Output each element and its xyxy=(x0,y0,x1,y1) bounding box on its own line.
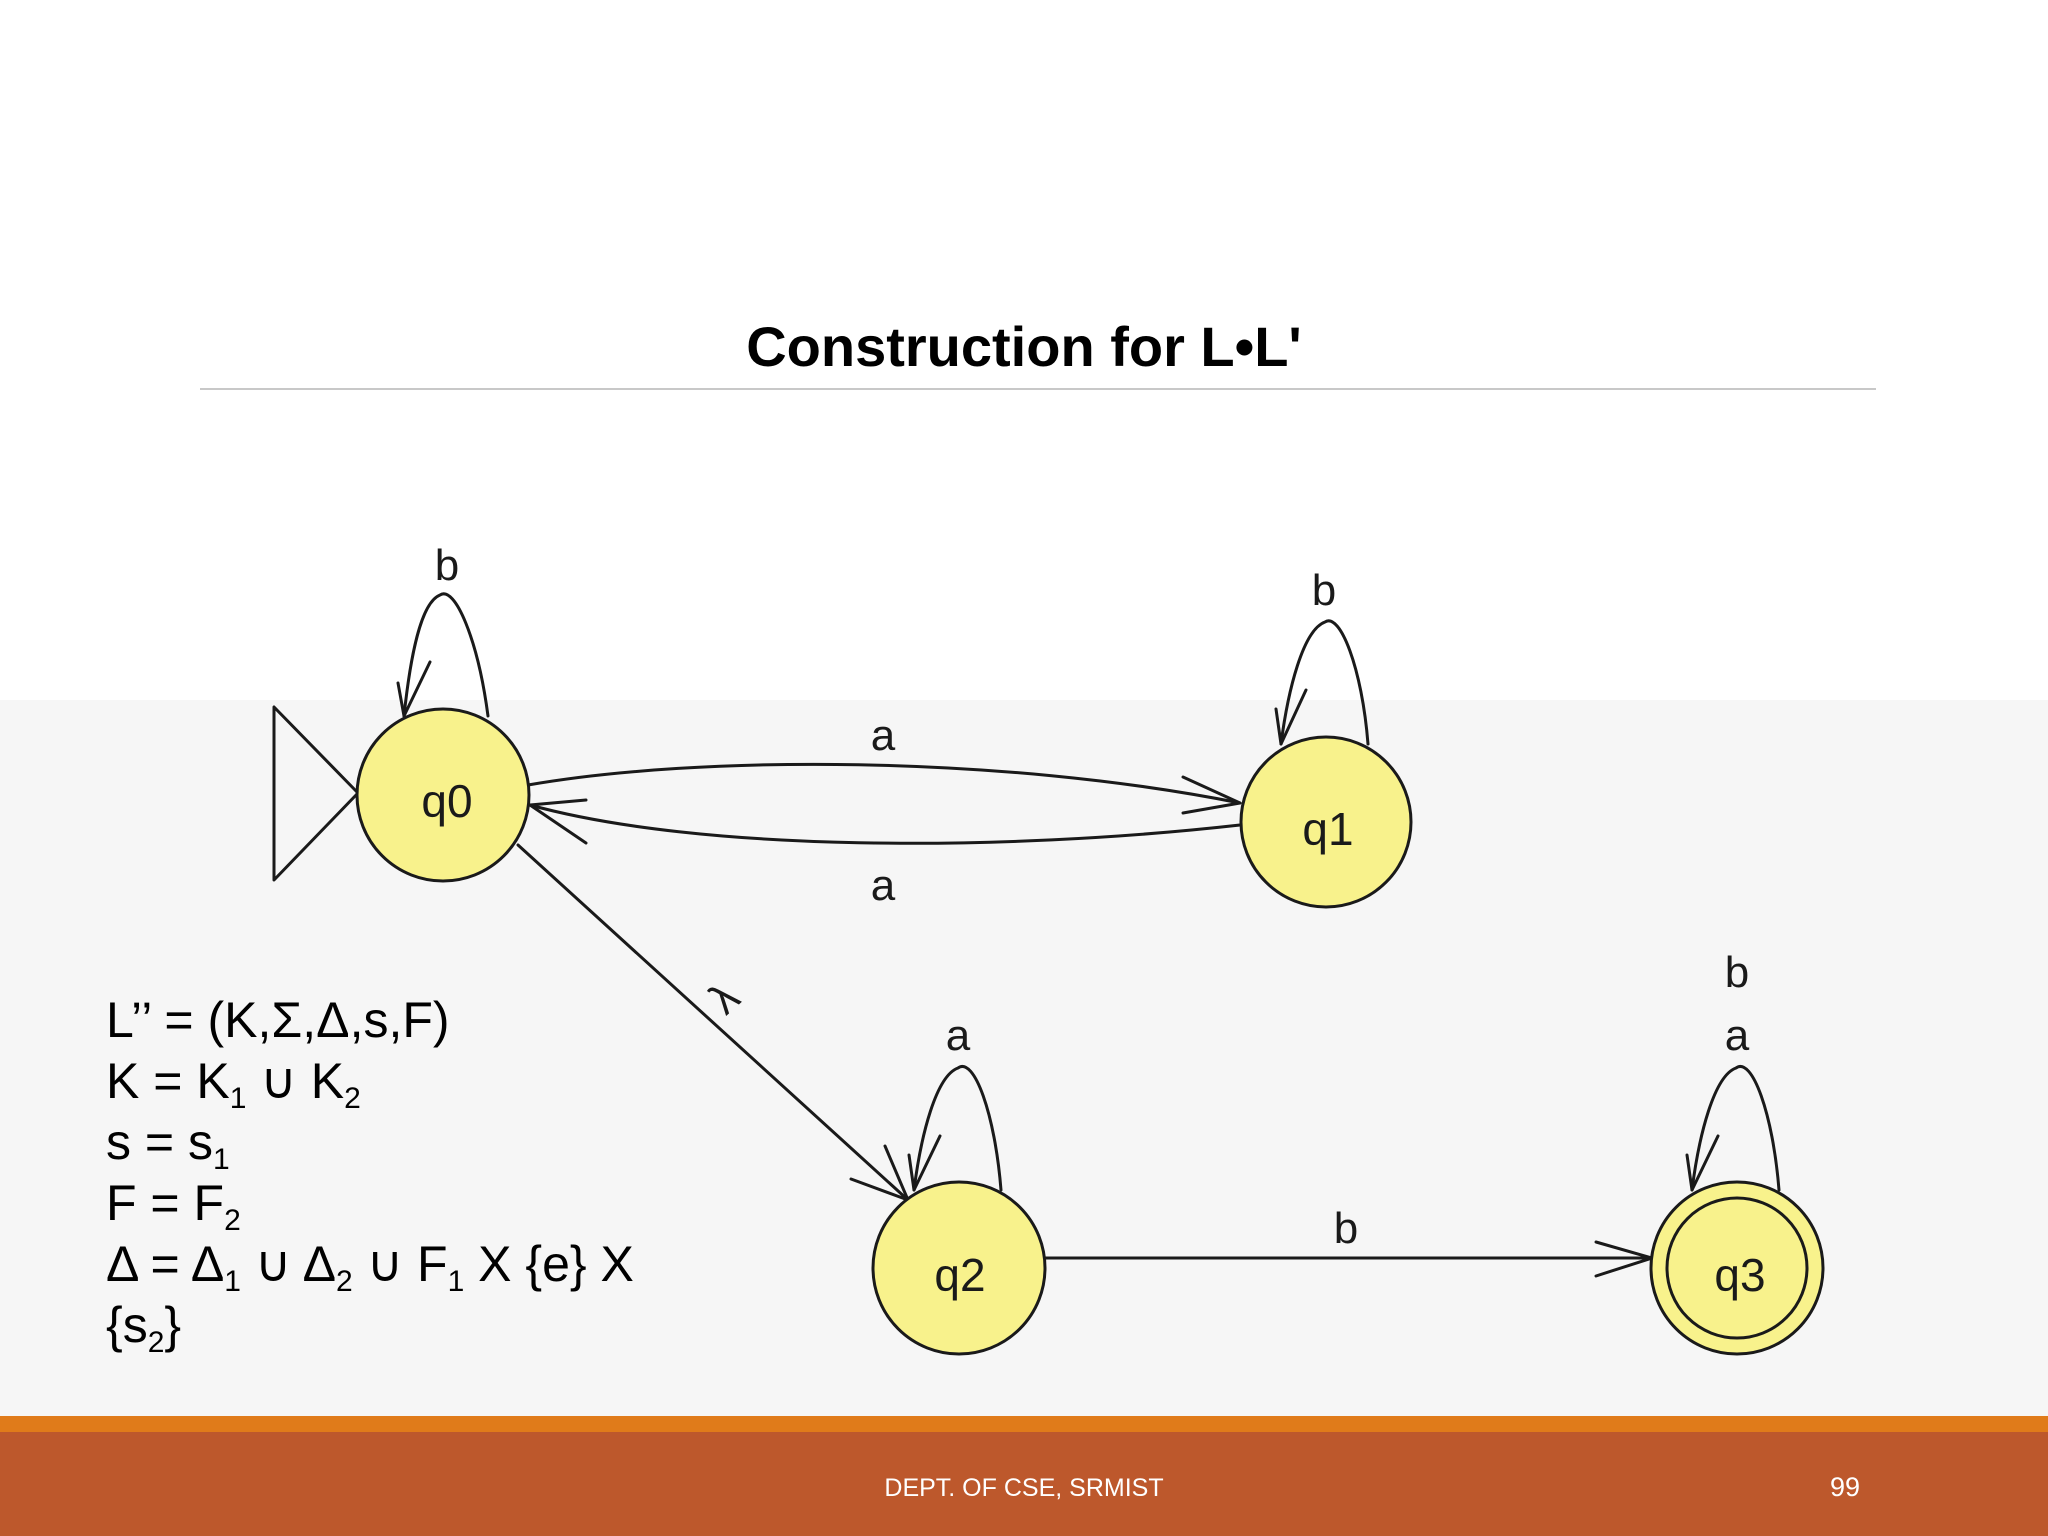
slide-title: Construction for L•L' xyxy=(746,315,1302,378)
subscript: 1 xyxy=(224,1265,241,1298)
loop-q0-b xyxy=(402,592,490,718)
loop-q3-ab xyxy=(1690,1064,1781,1192)
edge-q1-q0-arrowhead xyxy=(528,798,588,845)
subscript: 1 xyxy=(212,1143,230,1176)
edge-q2-q3-arrowhead xyxy=(1594,1240,1654,1278)
state-q3 xyxy=(1649,1180,1825,1356)
footer-accent-stripe xyxy=(0,1416,2048,1432)
definition-line-5: Δ = Δ1 ∪ Δ2 ∪ F1 X {e} X xyxy=(106,1234,786,1298)
footer-text: DEPT. OF CSE, SRMIST xyxy=(884,1474,1164,1502)
label-q1-q0: a xyxy=(871,861,896,910)
definition-line-1: L’’ = (K,Σ,Δ,s,F) xyxy=(106,990,786,1051)
title-divider xyxy=(200,388,1876,390)
state-label-q2: q2 xyxy=(934,1249,985,1301)
edge-q0-q2-lambda xyxy=(516,843,910,1202)
label-loop-q3-b: b xyxy=(1725,948,1749,997)
definition-text: ∪ Δ xyxy=(240,1236,336,1292)
label-loop-q3-a: a xyxy=(1725,1011,1750,1060)
definition-text: Δ = Δ xyxy=(106,1236,225,1292)
state-q2 xyxy=(871,1180,1047,1356)
state-label-q0: q0 xyxy=(421,775,472,827)
definition-line-4: F = F2 xyxy=(106,1173,786,1237)
edge-q0-q2-arrowhead xyxy=(849,1144,910,1202)
subscript: 2 xyxy=(147,1326,165,1359)
definition-text: ∪ F xyxy=(352,1236,448,1292)
loop-q0-arrowhead xyxy=(396,660,432,718)
state-label-q3: q3 xyxy=(1714,1249,1765,1301)
label-loop-q1: b xyxy=(1312,566,1336,615)
edge-q0-q1-a xyxy=(526,762,1242,805)
label-loop-q0: b xyxy=(435,541,459,590)
definition-tuple: L’’ = (K,Σ,Δ,s,F) xyxy=(106,992,450,1048)
formal-definition: L’’ = (K,Σ,Δ,s,F) K = K1 ∪ K2 s = s1 F =… xyxy=(106,990,786,1359)
label-q2-q3: b xyxy=(1334,1204,1358,1253)
state-label-q1: q1 xyxy=(1302,803,1353,855)
state-q1 xyxy=(1239,735,1413,909)
definition-text: {s xyxy=(106,1297,148,1353)
edge-q1-q0-a xyxy=(528,803,1242,845)
loop-q2-a xyxy=(912,1064,1003,1192)
definition-text: s = s xyxy=(106,1114,213,1170)
subscript: 2 xyxy=(344,1082,361,1115)
subscript: 2 xyxy=(335,1265,353,1298)
definition-text: X {e} X xyxy=(464,1236,634,1292)
definition-text: ∪ K xyxy=(246,1053,345,1109)
state-q3-final-ring xyxy=(1665,1196,1809,1340)
definition-line-6: {s2} xyxy=(106,1295,786,1359)
loop-q2-arrowhead xyxy=(907,1134,942,1192)
definition-text: F = F xyxy=(106,1175,225,1231)
footer-bar xyxy=(0,1432,2048,1536)
definition-text: } xyxy=(164,1297,182,1353)
state-q0 xyxy=(355,707,531,883)
loop-q3-arrowhead xyxy=(1685,1134,1720,1192)
loop-q1-arrowhead xyxy=(1274,688,1308,746)
subscript: 1 xyxy=(229,1082,247,1115)
definition-line-2: K = K1 ∪ K2 xyxy=(106,1051,786,1115)
label-q0-q1: a xyxy=(871,711,896,760)
edge-q0-q1-arrowhead xyxy=(1181,775,1242,815)
loop-q1-b xyxy=(1279,619,1370,746)
label-loop-q2: a xyxy=(946,1011,971,1060)
definition-text: K = K xyxy=(106,1053,230,1109)
initial-state-arrow xyxy=(272,705,360,882)
page-number: 99 xyxy=(1829,1472,1861,1502)
subscript: 2 xyxy=(224,1204,241,1237)
subscript: 1 xyxy=(447,1265,465,1298)
definition-line-3: s = s1 xyxy=(106,1112,786,1176)
